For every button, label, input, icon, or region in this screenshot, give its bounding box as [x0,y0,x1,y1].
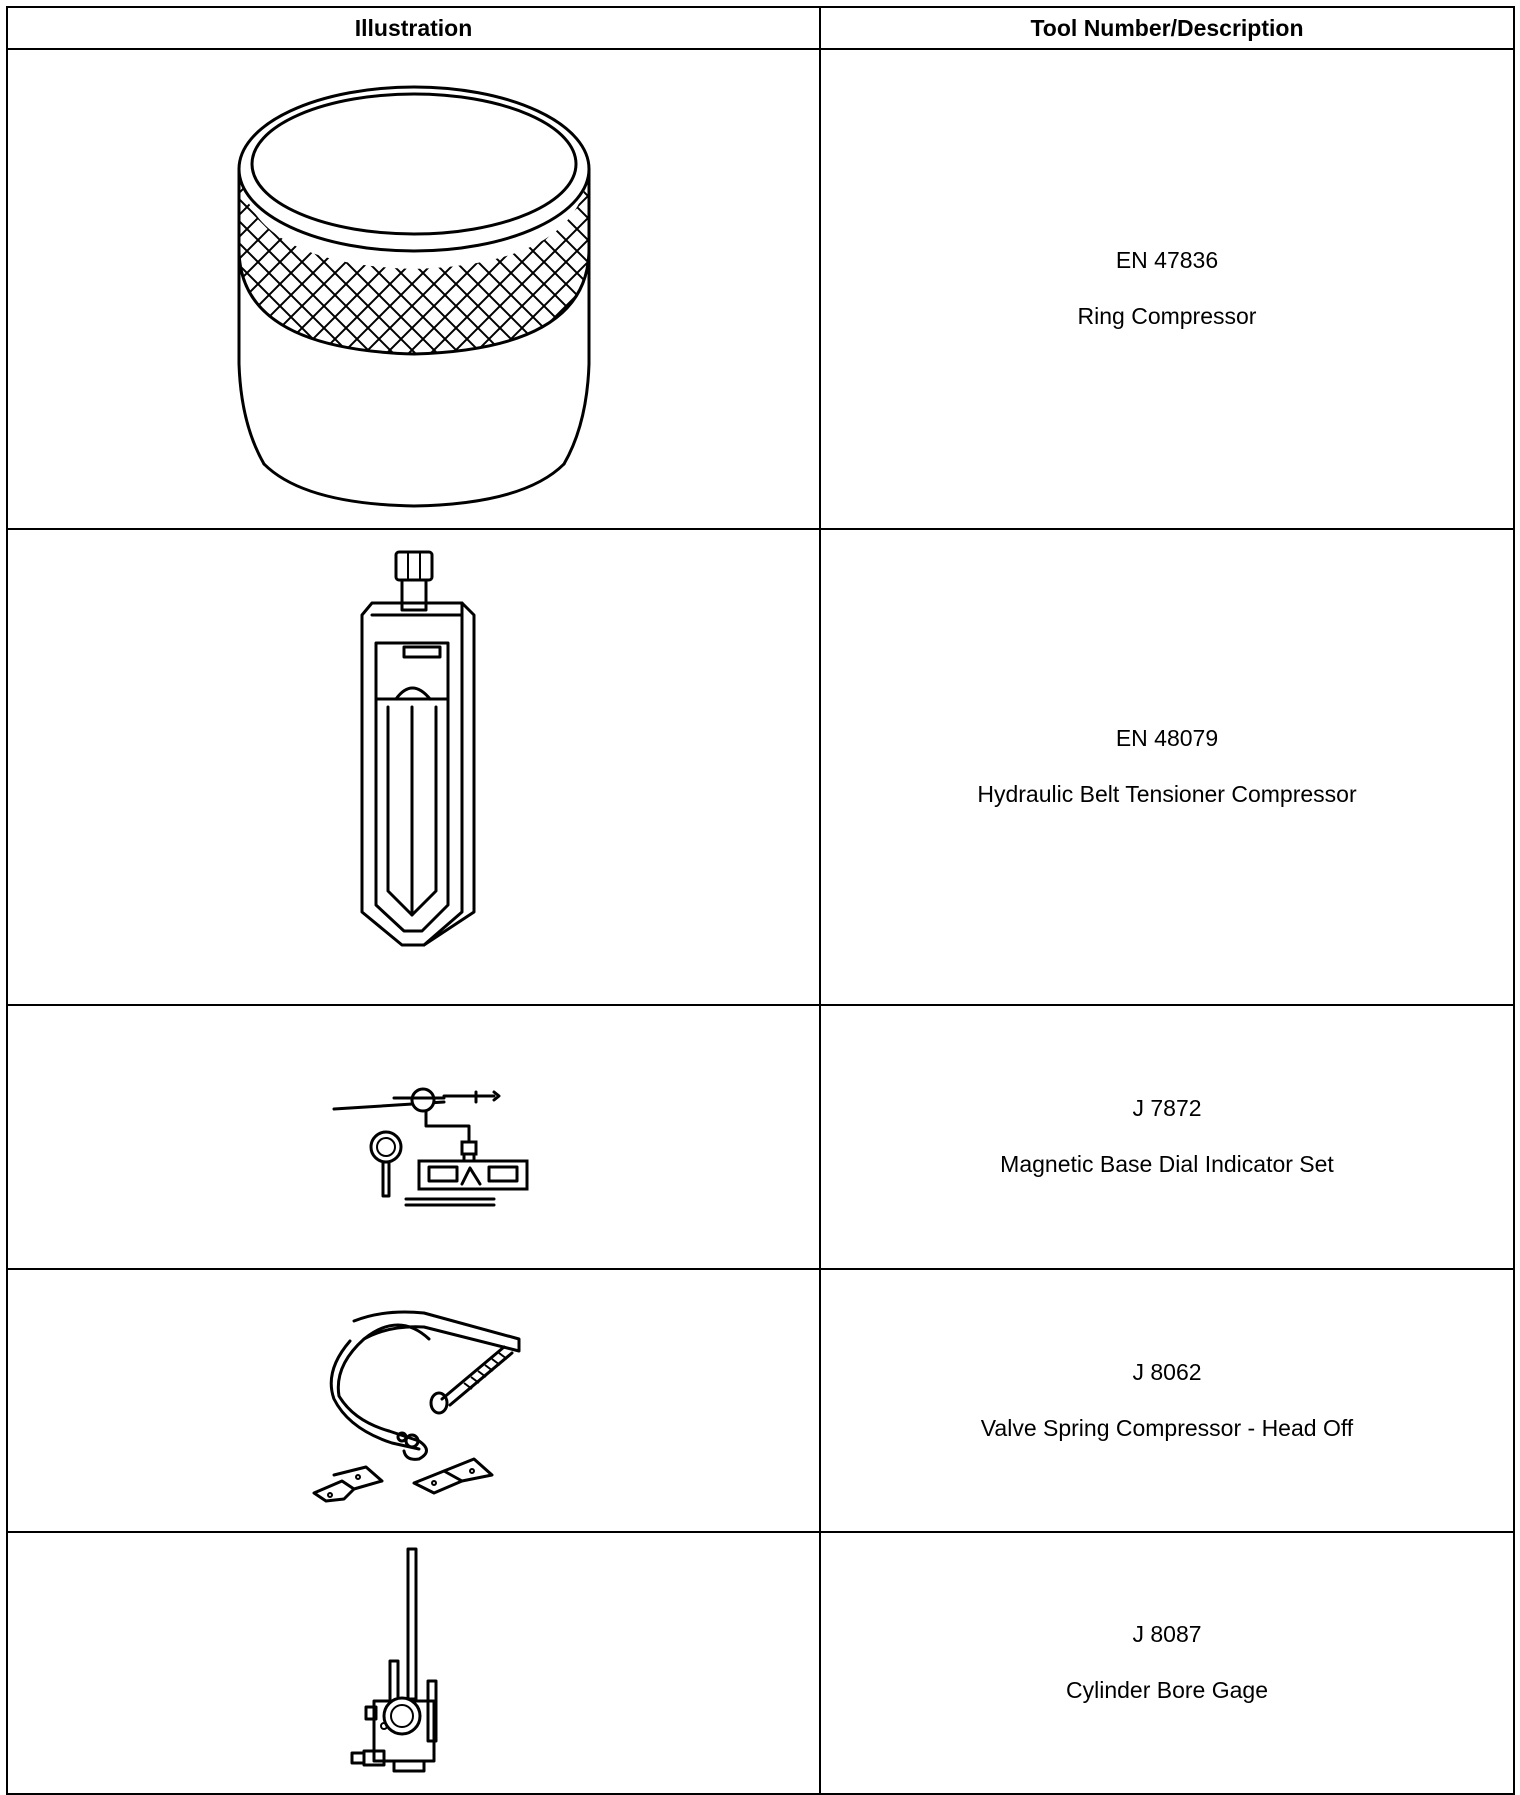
table-row: J 8062 Valve Spring Compressor - Head Of… [6,1268,1515,1533]
table-row: EN 47836 Ring Compressor [6,48,1515,530]
table-row: J 7872 Magnetic Base Dial Indicator Set [6,1004,1515,1270]
table-row: J 8087 Cylinder Bore Gage [6,1531,1515,1795]
illustration-cell [6,1268,821,1533]
tool-description: Valve Spring Compressor - Head Off [980,1414,1354,1441]
valve-spring-compressor-illustration [312,1310,520,1502]
table-row: EN 48079 Hydraulic Belt Tensioner Compre… [6,528,1515,1006]
illustration-cell [6,528,821,1006]
tool-number: J 7872 [1132,1095,1202,1122]
tool-description-cell: J 8087 Cylinder Bore Gage [819,1531,1515,1795]
tool-description-cell: J 8062 Valve Spring Compressor - Head Of… [819,1268,1515,1533]
special-tools-table: Illustration Tool Number/Description [6,6,1515,1795]
tool-number: EN 48079 [1115,725,1219,752]
tool-number: J 8087 [1132,1621,1202,1648]
illustration-cell [6,1004,821,1270]
tool-description: Ring Compressor [1077,303,1257,329]
tool-description-cell: EN 48079 Hydraulic Belt Tensioner Compre… [819,528,1515,1006]
tool-description: Magnetic Base Dial Indicator Set [1000,1151,1334,1177]
belt-tensioner-compressor-illustration [360,550,475,947]
dial-indicator-set-illustration [332,1087,528,1207]
tool-description: Cylinder Bore Gage [1066,1677,1268,1703]
tool-description: Hydraulic Belt Tensioner Compressor [977,781,1357,807]
tool-description-cell: EN 47836 Ring Compressor [819,48,1515,530]
illustration-cell [6,48,821,530]
cylinder-bore-gage-illustration [350,1547,437,1772]
tool-number: J 8062 [1132,1358,1202,1385]
header-row: Illustration Tool Number/Description [6,6,1515,50]
tool-number: EN 47836 [1115,247,1219,274]
tool-description-cell: J 7872 Magnetic Base Dial Indicator Set [819,1004,1515,1270]
ring-compressor-illustration [237,85,590,508]
illustration-cell [6,1531,821,1795]
illustration-column-header: Illustration [6,6,821,50]
tool-column-header: Tool Number/Description [819,6,1515,50]
